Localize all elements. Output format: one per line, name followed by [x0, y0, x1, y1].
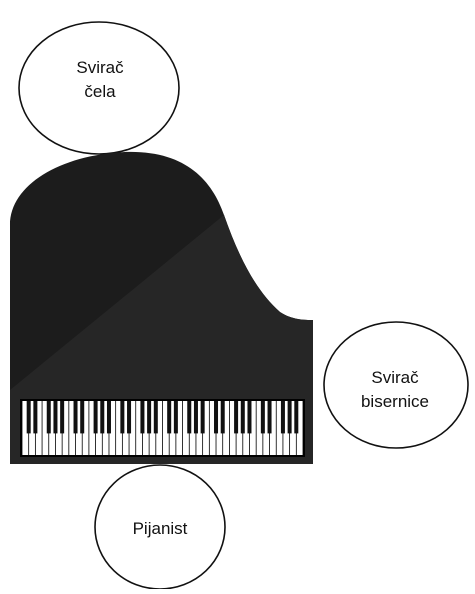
pearl-player-label-line-2: bisernice — [360, 392, 430, 411]
piano-black-key — [173, 401, 178, 434]
pearl-player-label: Svirač bisernice — [335, 366, 455, 414]
piano-white-key — [49, 401, 56, 455]
piano-white-key — [209, 401, 216, 455]
cello-player-circle — [18, 21, 180, 155]
piano-white-key — [290, 401, 296, 455]
piano-white-key — [296, 401, 303, 455]
piano-white-key — [42, 401, 49, 455]
piano-white-key — [276, 401, 283, 455]
piano-black-key — [100, 401, 105, 434]
grand-piano-icon — [10, 151, 313, 465]
piano-white-key — [69, 401, 76, 455]
piano-black-key — [214, 401, 219, 434]
piano-black-key — [287, 401, 292, 434]
cello-player-label-line-1: Svirač — [76, 58, 124, 77]
piano-black-key — [280, 401, 285, 434]
piano-white-key — [236, 401, 243, 455]
piano-black-key — [220, 401, 225, 434]
piano-black-key — [127, 401, 132, 434]
piano-black-key — [93, 401, 98, 434]
piano-white-key — [122, 401, 129, 455]
piano-black-key — [33, 401, 38, 434]
cello-player-label-line-2: čela — [84, 82, 116, 101]
piano-white-key — [243, 401, 250, 455]
piano-black-key — [167, 401, 172, 434]
piano-white-key — [283, 401, 290, 455]
piano-black-key — [294, 401, 299, 434]
piano-white-key — [96, 401, 102, 455]
piano-black-key — [267, 401, 272, 434]
piano-white-key — [142, 401, 149, 455]
piano-black-key — [240, 401, 245, 434]
piano-white-key — [35, 401, 42, 455]
piano-black-key — [200, 401, 205, 434]
piano-white-key — [62, 401, 69, 455]
piano-white-key — [55, 401, 62, 455]
piano-black-key — [53, 401, 58, 434]
piano-black-key — [260, 401, 265, 434]
piano-white-key — [102, 401, 109, 455]
piano-white-key — [156, 401, 163, 455]
piano-white-key — [169, 401, 176, 455]
piano-white-key — [249, 401, 256, 455]
piano-black-key — [106, 401, 111, 434]
piano-black-key — [73, 401, 78, 434]
piano-white-key — [196, 401, 203, 455]
piano-white-key — [203, 401, 209, 455]
piano-black-key — [120, 401, 125, 434]
piano-black-keys — [26, 401, 299, 434]
piano-white-key — [176, 401, 183, 455]
piano-black-key — [234, 401, 239, 434]
piano-black-key — [140, 401, 145, 434]
piano-white-key — [229, 401, 236, 455]
piano-white-keys — [22, 401, 303, 455]
piano-white-key — [223, 401, 229, 455]
piano-white-key — [116, 401, 122, 455]
pearl-player-label-line-1: Svirač — [371, 368, 419, 387]
piano-white-key — [22, 401, 29, 455]
piano-white-key — [263, 401, 270, 455]
piano-white-key — [269, 401, 276, 455]
piano-black-key — [193, 401, 198, 434]
piano-black-key — [26, 401, 31, 434]
pearl-player-circle — [323, 321, 469, 449]
pianist-label-line-1: Pijanist — [132, 519, 188, 538]
piano-black-key — [80, 401, 85, 434]
piano-white-key — [75, 401, 82, 455]
piano-white-key — [29, 401, 35, 455]
piano-black-key — [187, 401, 192, 434]
piano-black-key — [247, 401, 252, 434]
piano-white-key — [82, 401, 89, 455]
piano-white-key — [182, 401, 189, 455]
piano-white-key — [109, 401, 116, 455]
cello-player-label: Svirač čela — [40, 56, 160, 104]
piano-white-key — [89, 401, 96, 455]
piano-white-key — [162, 401, 169, 455]
piano-white-key — [129, 401, 136, 455]
piano-white-key — [149, 401, 156, 455]
piano-white-key — [136, 401, 143, 455]
piano-black-key — [153, 401, 158, 434]
piano-black-key — [46, 401, 51, 434]
piano-white-key — [216, 401, 223, 455]
piano-white-key — [256, 401, 263, 455]
piano-white-key — [189, 401, 196, 455]
piano-black-key — [60, 401, 65, 434]
pianist-label: Pijanist — [100, 517, 220, 541]
piano-black-key — [147, 401, 152, 434]
